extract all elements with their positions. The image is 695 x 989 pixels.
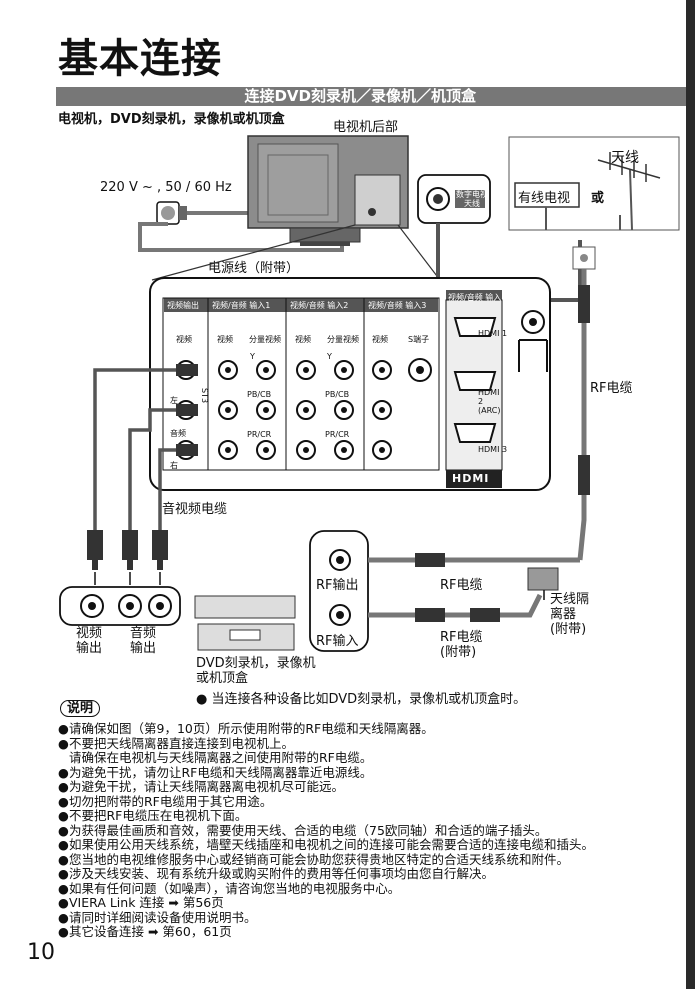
- note-item: ●其它设备连接 ➡ 第60，61页: [58, 924, 232, 939]
- note-item: ●不要把天线隔离器直接连接到电视机上。: [58, 735, 295, 751]
- panel-y-label-2: Y: [327, 352, 332, 361]
- panel-video-label-1: 视频: [217, 335, 233, 344]
- audio-output-line1: 音频: [130, 626, 157, 641]
- page-number: 10: [27, 940, 55, 965]
- rf-cable-included-line2: (附带): [440, 645, 477, 660]
- rf-cable-mid-label: RF电缆: [440, 578, 483, 593]
- note-item: ●如果有任何问题（如噪声），请咨询您当地的电视服务中心。: [58, 880, 401, 896]
- device-line2: 或机顶盒: [196, 671, 249, 686]
- cable-tv-label: 有线电视: [518, 191, 571, 206]
- hdmi-port-icons: [453, 317, 497, 443]
- note-badge: 说明: [60, 700, 101, 717]
- note-item: ●您当地的电视维修服务中心或经销商可能会协助您获得贵地区特定的合适天线系统和附件…: [58, 851, 570, 867]
- panel-av-in1: 视频/音频 输入1: [212, 301, 271, 310]
- panel-hdmi3: HDMI 3: [478, 445, 508, 454]
- panel-component-label-2: 分量视频: [327, 335, 359, 344]
- note-item: ●涉及天线安装、现有系统升级或购买附件的费用等任何事项均由您自行解决。: [58, 866, 495, 881]
- page-edge-bar: [686, 0, 695, 989]
- devices-note: ● 当连接各种设备比如DVD刻录机，录像机或机顶盒时。: [196, 692, 527, 707]
- panel-hdmi2: HDMI 2 (ARC): [478, 388, 501, 415]
- audio-output-label: 音频 输出: [130, 626, 156, 656]
- panel-video-label-2: 视频: [295, 335, 311, 344]
- antenna-isolator-label: 天线隔 离器 (附带): [550, 592, 589, 637]
- rf-in-label: RF输入: [316, 634, 359, 649]
- rf-cable-label: RF电缆: [590, 381, 633, 396]
- antenna-isolator-icon: [527, 567, 559, 591]
- panel-y-label-1: Y: [250, 352, 255, 361]
- panel-pr-label-2: PR/CR: [325, 430, 350, 439]
- tv-rear-image: [247, 135, 409, 246]
- panel-audio-label: 音频: [170, 429, 186, 438]
- note-item: ●为获得最佳画质和音效，需要使用天线、合适的电缆（75欧同轴）和合适的端子插头。: [58, 822, 548, 838]
- panel-av-in-hdmi: 视频/音频 输入: [448, 293, 502, 302]
- device-label: DVD刻录机，录像机 或机顶盒: [196, 656, 316, 686]
- antenna-icon: [597, 152, 661, 231]
- panel-av-in2: 视频/音频 输入2: [290, 301, 349, 310]
- or-label: 或: [591, 191, 605, 206]
- digital-antenna-label: 数字电视天线: [456, 190, 488, 208]
- note-item: ●不要把RF电缆压在电视机下面。: [58, 808, 248, 823]
- panel-video-out: 视频输出: [167, 301, 199, 310]
- device-line1: DVD刻录机，录像机: [196, 656, 316, 671]
- note-item: ●VIERA Link 连接 ➡ 第56页: [58, 895, 224, 910]
- diagram-subtitle: 电视机，DVD刻录机，录像机或机顶盒: [58, 112, 285, 127]
- panel-left-label: 左: [170, 396, 178, 405]
- notes-list: ●请确保如图（第9，10页）所示使用附带的RF电缆和天线隔离器。 ●不要把天线隔…: [58, 721, 683, 940]
- video-output-line2: 输出: [76, 641, 103, 656]
- av-cable: [93, 368, 176, 530]
- note-item: ●切勿把附带的RF电缆用于其它用途。: [58, 793, 273, 809]
- rf-cable-included-line1: RF电缆: [440, 630, 483, 645]
- note-item: ●请确保如图（第9，10页）所示使用附带的RF电缆和天线隔离器。: [58, 721, 434, 736]
- power-plug-icon: [156, 201, 187, 225]
- antenna-jack-zoom: [417, 174, 491, 224]
- panel-s-video-label: S端子: [408, 335, 430, 344]
- panel-pr-label-1: PR/CR: [247, 430, 272, 439]
- panel-pb-label-1: PB/CB: [247, 390, 272, 399]
- wall-socket-icon: [572, 246, 596, 270]
- panel-hdmi1: HDMI 1: [478, 329, 508, 338]
- rf-cable-included-label: RF电缆 (附带): [440, 630, 483, 660]
- rca-plug-icons: [87, 530, 168, 570]
- hdmi-logo: HDMI: [452, 472, 490, 485]
- dvd-recorder-image: [194, 595, 296, 651]
- panel-video-label-3: 视频: [372, 335, 388, 344]
- power-cord-label: 电源线（附带）: [208, 261, 300, 276]
- audio-output-line2: 输出: [130, 641, 157, 656]
- note-item: ●为避免干扰，请让天线隔离器离电视机尽可能远。: [58, 779, 345, 794]
- rf-out-label: RF输出: [316, 578, 359, 593]
- note-item: ●为避免干扰，请勿让RF电缆和天线隔离器靠近电源线。: [58, 764, 373, 780]
- panel-video-label: 视频: [176, 335, 192, 344]
- panel-av-in3: 视频/音频 输入3: [368, 301, 427, 310]
- panel-right-label: 右: [170, 461, 178, 470]
- power-spec-label: 220 V ~ , 50 / 60 Hz: [100, 180, 232, 195]
- panel-pb-label-2: PB/CB: [325, 390, 350, 399]
- antenna-isolator-line2: 离器: [550, 607, 577, 622]
- section-title: 连接DVD刻录机／录像机／机顶盒: [244, 87, 476, 105]
- note-item: ●请同时详细阅读设备使用说明书。: [58, 909, 257, 925]
- av-cable-label: 音视频电缆: [162, 502, 228, 517]
- note-item: 请确保在电视机与天线隔离器之间使用附带的RF电缆。: [69, 750, 373, 765]
- antenna-isolator-line1: 天线隔: [550, 592, 590, 607]
- note-item: ●如果使用公用天线系统，墙壁天线插座和电视机之间的连接可能会需要合适的连接电缆和…: [58, 837, 595, 852]
- video-output-line1: 视频: [76, 626, 103, 641]
- antenna-isolator-line3: (附带): [550, 622, 587, 637]
- panel-st3-label: ST3: [200, 388, 209, 404]
- page-title: 基本连接: [58, 36, 222, 82]
- panel-component-label-1: 分量视频: [249, 335, 281, 344]
- video-output-label: 视频 输出: [76, 626, 102, 656]
- tv-rear-label: 电视机后部: [333, 120, 399, 135]
- jack-icons: [176, 310, 548, 460]
- connection-diagram: [59, 135, 680, 652]
- section-header: 连接DVD刻录机／录像机／机顶盒: [56, 87, 686, 106]
- antenna-label: 天线: [611, 150, 639, 166]
